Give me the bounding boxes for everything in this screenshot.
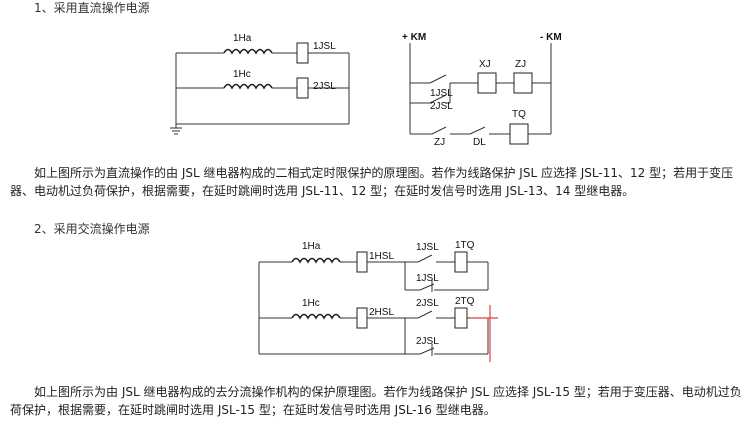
bus-plus-km: + KM: [402, 32, 426, 43]
label-2jsl: 2JSL: [313, 81, 336, 92]
label-1ha-ac: 1Ha: [302, 241, 321, 252]
intermediate-relay-zj: [513, 72, 533, 94]
label-2tq: 2TQ: [455, 296, 475, 307]
current-transformer-1ha-coil: [223, 48, 273, 55]
relay-2jsl-coil: [296, 77, 309, 99]
label-contact-1jsl: 1JSL: [430, 88, 453, 99]
current-transformer-1hc-coil: [223, 83, 273, 90]
trip-coil-tq: [509, 123, 529, 145]
signal-relay-xj: [477, 72, 497, 94]
label-2hsl: 2HSL: [369, 307, 394, 318]
current-transformer-1ha-coil-ac: [291, 257, 341, 264]
label-zj: ZJ: [515, 59, 526, 70]
dc-current-circuit: 1Ha 1Hc 1JSL 2JSL: [170, 33, 350, 135]
ac-circuit-diagram: 1Ha 1Hc 1HSL 2HSL 1JSL 1JSL 2JSL 2JSL 1T…: [258, 240, 498, 362]
relay-1hsl-coil: [356, 251, 368, 273]
section1-paragraph-text: 如上图所示为直流操作的由 JSL 继电器构成的二相式定时限保护的原理图。若作为线…: [10, 166, 734, 198]
label-1jsl: 1JSL: [313, 41, 336, 52]
label-2jsl-contact-b: 2JSL: [416, 336, 439, 347]
ground-icon: [170, 124, 182, 135]
bus-minus-km: - KM: [540, 32, 562, 43]
label-tq: TQ: [512, 109, 526, 120]
label-1hc: 1Hc: [233, 69, 251, 80]
label-1jsl-contact-b: 1JSL: [416, 273, 439, 284]
trip-coil-1tq: [454, 251, 468, 273]
label-1tq: 1TQ: [455, 240, 475, 251]
current-transformer-1hc-coil-ac: [291, 313, 341, 320]
section2-heading: 2、采用交流操作电源: [34, 222, 150, 236]
section1-paragraph: 如上图所示为直流操作的由 JSL 继电器构成的二相式定时限保护的原理图。若作为线…: [10, 164, 748, 200]
section2-paragraph-text: 如上图所示为由 JSL 继电器构成的去分流操作机构的保护原理图。若作为线路保护 …: [10, 385, 742, 417]
label-1jsl-contact-a: 1JSL: [416, 242, 439, 253]
section1-heading: 1、采用直流操作电源: [34, 1, 150, 15]
label-contact-dl: DL: [473, 137, 486, 148]
dc-control-circuit: + KM - KM XJ ZJ 1JSL 2JSL TQ ZJ DL: [402, 32, 562, 148]
label-1ha: 1Ha: [233, 33, 252, 44]
label-contact-2jsl: 2JSL: [430, 101, 453, 112]
label-1hc-ac: 1Hc: [302, 298, 320, 309]
label-xj: XJ: [479, 59, 491, 70]
relay-2hsl-coil: [356, 307, 368, 329]
label-1hsl: 1HSL: [369, 251, 394, 262]
label-2jsl-contact-a: 2JSL: [416, 298, 439, 309]
relay-1jsl-coil: [296, 42, 309, 64]
trip-coil-2tq: [454, 307, 468, 329]
label-contact-zj: ZJ: [434, 137, 445, 148]
section2-paragraph: 如上图所示为由 JSL 继电器构成的去分流操作机构的保护原理图。若作为线路保护 …: [10, 383, 748, 419]
